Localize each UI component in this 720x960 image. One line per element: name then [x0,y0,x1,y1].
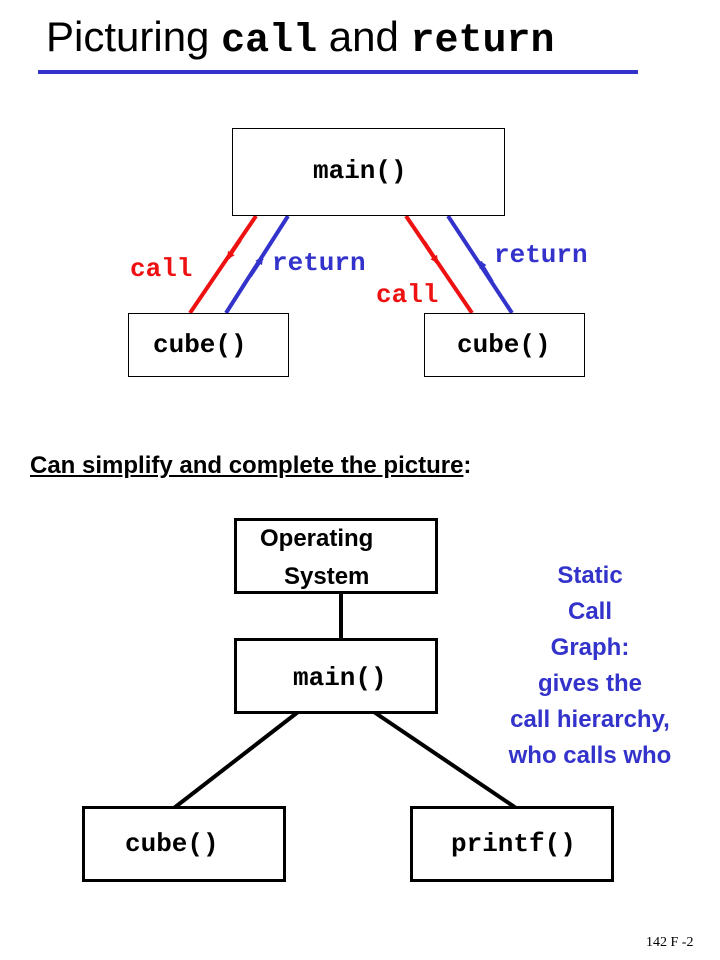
top-main-label: main() [313,156,407,186]
top-main-box: main() [232,128,505,216]
note-line: call hierarchy, [510,706,670,733]
title-underline [38,70,638,74]
bottom-printf-box: printf() [410,806,614,882]
note-line: Graph: [550,634,630,661]
right-return-label: return [494,240,588,270]
bottom-cube-label: cube() [125,829,219,859]
os-label-line2: System [284,563,370,590]
right-call-line [404,214,474,315]
note-line: Call [567,598,612,625]
right-return-arrowhead [478,260,494,284]
note-line: gives the [537,670,643,697]
top-right-cube-box: cube() [424,313,585,377]
subheading-colon: : [463,452,472,479]
left-call-label: call [130,254,193,284]
main-printf-edge [372,710,518,810]
left-call-arrowhead [226,238,242,260]
title-middle: and [317,13,411,60]
right-call-label: call [376,280,439,310]
top-left-cube-box: cube() [128,313,289,377]
left-call-line [188,214,258,315]
note-line: Static [557,562,623,589]
static-call-graph-note: Static Call Graph: gives the call hierar… [470,558,710,774]
left-return-label: return [272,248,366,278]
bottom-printf-label: printf() [451,829,576,859]
page-title: Picturing call and return [46,13,555,64]
bottom-main-label: main() [293,663,387,693]
subheading: Can simplify and complete the picture: [30,452,471,480]
subheading-text: Can simplify and complete the picture [30,452,464,479]
right-call-arrowhead [422,240,439,264]
bottom-cube-box: cube() [82,806,286,882]
title-code-return: return [410,19,555,64]
main-cube-edge [172,710,300,810]
os-box: Operating System [234,518,438,594]
title-prefix: Picturing [46,13,222,60]
note-line: who calls who [508,742,672,769]
os-label-line1: Operating [260,525,374,552]
top-right-cube-label: cube() [457,330,551,360]
left-return-arrowhead [248,256,264,278]
top-left-cube-label: cube() [153,330,247,360]
title-code-call: call [221,19,318,64]
bottom-main-box: main() [234,638,438,714]
slide-number: 142 F -2 [646,935,694,950]
